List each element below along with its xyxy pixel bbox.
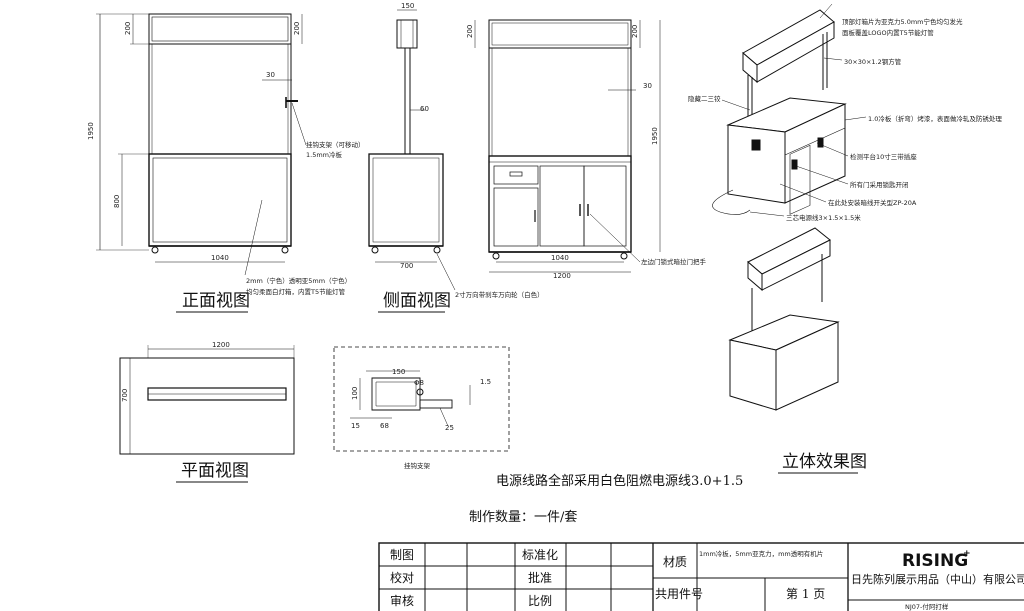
- tb-shared-label: 共用件号: [655, 587, 703, 601]
- ann-front-glass2: 均匀柔面白灯箱，内置T5节能灯管: [246, 287, 346, 296]
- title-3d-view: 立体效果图: [782, 452, 867, 472]
- dim-detail-25: 25: [445, 424, 454, 432]
- tb-material-value: 1mm冷板，5mm亚克力，mm透明有机片: [699, 549, 823, 558]
- dim-back-height: 1950: [651, 127, 659, 145]
- ann-detail-label: 挂钩支架: [404, 461, 431, 470]
- ann-iso-body: 1.0冷板（折弯）烤漆，表面做冷轧及防锈处理: [868, 114, 1002, 123]
- note-quantity: 制作数量：一件/套: [469, 509, 577, 525]
- dim-front-top: 200: [124, 22, 132, 35]
- dim-side-top: 150: [401, 2, 414, 10]
- dim-back-w2: 1200: [553, 272, 571, 280]
- dim-detail-150: 150: [392, 368, 405, 376]
- dim-front-height: 1950: [87, 122, 95, 140]
- ann-front-glass1: 2mm（宁色）透明亚5mm（宁色）: [246, 276, 351, 285]
- tb-approved: 批准: [528, 570, 552, 585]
- tb-reviewed: 审核: [390, 593, 414, 608]
- dim-back-30: 30: [643, 82, 652, 90]
- iso-view-bottom: [728, 227, 840, 411]
- title-side-view: 侧面视图: [383, 291, 451, 311]
- dim-detail-100: 100: [351, 387, 359, 400]
- dim-side-60: 60: [420, 105, 429, 113]
- tb-material-label: 材质: [663, 555, 687, 569]
- logo-star: +: [963, 549, 971, 559]
- dim-back-top-left: 200: [466, 25, 474, 38]
- ann-front-hook2: 1.5mm冷板: [306, 150, 343, 159]
- hook-detail: [333, 346, 510, 452]
- dim-front-top-right: 200: [293, 22, 301, 35]
- front-view: [96, 13, 307, 276]
- ann-iso-top2: 面板覆盖LOGO内置T5节能灯管: [842, 28, 934, 37]
- tb-made-by: 制图: [390, 548, 414, 562]
- note-power-line: 电源线路全部采用白色阻燃电源线3.0+1.5: [496, 473, 743, 489]
- side-view: [368, 9, 456, 291]
- dim-detail-ratio: 1.5: [480, 378, 491, 386]
- ann-side-note: 2寸万向带刹车万向轮（白色）: [455, 290, 544, 299]
- dim-detail-phi: Φ8: [414, 379, 424, 387]
- company-logo: RISING: [902, 551, 968, 571]
- title-block: [378, 542, 1024, 611]
- dim-plan-depth: 700: [121, 389, 129, 402]
- dim-plan-width: 1200: [212, 341, 230, 349]
- ann-iso-cable: 三芯电源线3×1.5×1.5米: [786, 213, 861, 222]
- dim-front-30: 30: [266, 71, 275, 79]
- title-plan-view: 平面视图: [181, 461, 249, 481]
- tb-standard: 标准化: [522, 548, 558, 562]
- tb-product: NJ07-付阿打样: [905, 602, 949, 611]
- tb-scale: 比例: [528, 594, 552, 608]
- ann-iso-tube: 30×30×1.2钢方管: [844, 57, 902, 66]
- dim-back-w1: 1040: [551, 254, 569, 262]
- dim-front-width: 1040: [211, 254, 229, 262]
- ann-back-lock: 左边门锁式暗拉门把手: [641, 257, 707, 266]
- back-view: [474, 19, 661, 273]
- ann-iso-socket: 检测平台10寸三带插座: [850, 152, 917, 161]
- ann-iso-hinge: 隐藏二三铰: [688, 94, 721, 103]
- dim-front-bottom: 800: [113, 195, 121, 208]
- ann-iso-switch: 在此处安装暗线开关型ZP-20A: [828, 198, 917, 207]
- dim-detail-68: 68: [380, 422, 389, 430]
- ann-iso-top1: 顶部灯箱片为亚克力5.0mm宁色均匀发光: [842, 17, 963, 26]
- ann-iso-lock: 所有门采用锁匙开闭: [850, 180, 909, 189]
- plan-view: [119, 345, 295, 455]
- tb-page: 第 1 页: [786, 587, 825, 601]
- ann-front-hook: 挂钩支架（可移动）: [306, 140, 365, 149]
- tb-company-name: 日先陈列展示用品（中山）有限公司: [851, 572, 1024, 586]
- dim-back-top-right: 200: [631, 25, 639, 38]
- title-front-view: 正面视图: [182, 291, 250, 311]
- dim-detail-15: 15: [351, 422, 360, 430]
- iso-view-top: [712, 3, 867, 217]
- tb-checked: 校对: [390, 570, 414, 585]
- dim-side-width: 700: [400, 262, 413, 270]
